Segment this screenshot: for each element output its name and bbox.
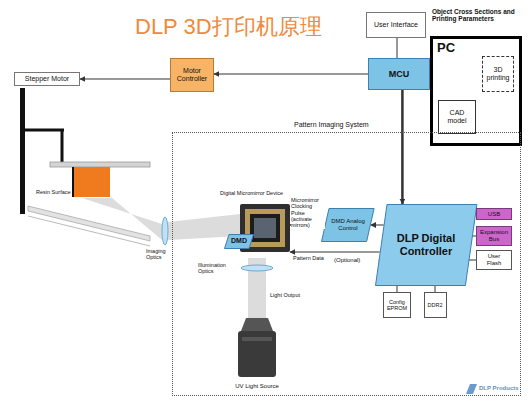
node-label: PC [437, 41, 455, 56]
text-wrap: User Flash [477, 251, 511, 269]
text-wrap: Config EPROM [384, 293, 410, 317]
node-label: UV Light Source [235, 383, 279, 390]
uv-body [238, 331, 276, 377]
node-label: MCU [389, 69, 410, 79]
port-box: USB [476, 208, 512, 221]
connector [401, 90, 404, 204]
text-wrap: CAD model [439, 101, 475, 133]
light-source: UV Light Source [222, 380, 292, 392]
logo-mark [466, 384, 477, 394]
uv-lens [241, 318, 273, 331]
logo-text: DLP Products [479, 385, 523, 392]
note-text: Object Cross Sections and Printing Param… [432, 8, 524, 23]
part-label: Illumination Optics [198, 262, 238, 275]
text-wrap: Stepper Motor [15, 73, 79, 85]
pc-box: PC 3D printingCAD model [430, 36, 522, 146]
text-wrap: UV Light Source [222, 380, 292, 392]
node-label: Expansion Bus [480, 229, 508, 243]
dmd-tag: DMD [224, 234, 254, 249]
node-label: Config EPROM [387, 299, 407, 312]
controller-box: Motor Controller [170, 58, 214, 92]
node-label: DDR2 [428, 302, 443, 308]
connector [371, 225, 384, 226]
node-label: Pattern Imaging System [294, 121, 369, 129]
port-box: Expansion Bus [476, 226, 512, 246]
parallelogram-outline [375, 205, 476, 286]
connector [397, 38, 398, 58]
title-text: DLP 3D打印机原理 [135, 12, 322, 42]
dlp-controller: DLP Digital Controller [375, 204, 477, 286]
text-wrap: User Interface [367, 13, 425, 37]
analog-control: DMD Analog Control [321, 208, 375, 242]
interface-box: User Interface [366, 12, 426, 38]
text-wrap: Digital Micromirror Device [220, 190, 290, 196]
z-rail [20, 88, 25, 214]
signal-label: Pattern Data [293, 255, 327, 261]
mirror-array [254, 218, 276, 238]
connector [80, 78, 170, 79]
mcu-box: MCU [368, 58, 430, 90]
memory-box: DDR2 [424, 292, 447, 318]
resin-vat [28, 206, 150, 241]
text-wrap: USB [477, 209, 511, 220]
text-wrap: Pattern Imaging System [291, 121, 372, 129]
imaging-lens [162, 217, 168, 245]
vat-base [28, 216, 150, 246]
text-wrap: MCU [369, 59, 429, 89]
printed-object [72, 167, 110, 197]
motor-box: Stepper Motor [14, 72, 80, 86]
printer-frame [20, 88, 150, 246]
connector [214, 74, 368, 75]
node-label: Motor Controller [174, 67, 210, 83]
text-wrap: PC [437, 41, 455, 56]
mirror-array [250, 214, 280, 242]
object-edge [72, 167, 74, 197]
signal-label: Micromirror Clocking Pulse (activate mir… [291, 197, 325, 229]
z-arm [25, 129, 64, 132]
software-box: 3D printing [482, 56, 514, 92]
node-label: Digital Micromirror Device [220, 190, 290, 196]
node-label: 3D printing [486, 66, 510, 82]
text-wrap: Expansion Bus [477, 227, 511, 245]
node-label: Stepper Motor [25, 75, 69, 83]
uv-detail [242, 337, 272, 341]
illumination-lens [241, 265, 273, 271]
node-label: CAD model [442, 109, 472, 125]
node-label: DMD Analog Control [324, 218, 372, 232]
part-label: Imaging Optics [146, 248, 182, 261]
node-label: DMD [231, 237, 247, 245]
part-label: Resin Surface [36, 189, 72, 195]
connector [290, 252, 380, 253]
text-wrap: Motor Controller [171, 59, 213, 91]
z-post [61, 130, 64, 162]
text-wrap: DDR2 [425, 293, 446, 317]
node-label: USB [488, 211, 500, 218]
build-platform [50, 162, 150, 167]
node-label: User Interface [374, 21, 418, 29]
parallelogram-outline [225, 235, 254, 249]
uv-light-source [238, 318, 276, 377]
text-wrap: DMD [224, 234, 254, 249]
part-label: Light Output [270, 292, 310, 298]
dmd-device: Digital Micromirror DeviceDMD [220, 190, 290, 258]
parallelogram-outline [322, 209, 375, 242]
memory-box: Config EPROM [383, 292, 411, 318]
note-text: (Optional) [334, 257, 378, 264]
logo-icon [466, 384, 477, 394]
text-wrap: DMD Analog Control [321, 208, 375, 242]
text-wrap: DLP Digital Controller [375, 204, 477, 286]
light-beam [82, 198, 162, 240]
memory-box: User Flash [476, 250, 512, 270]
node-label: DLP Digital Controller [378, 232, 474, 257]
node-label: User Flash [480, 253, 508, 267]
text-wrap: 3D printing [483, 57, 513, 91]
software-box: CAD model [438, 100, 476, 134]
